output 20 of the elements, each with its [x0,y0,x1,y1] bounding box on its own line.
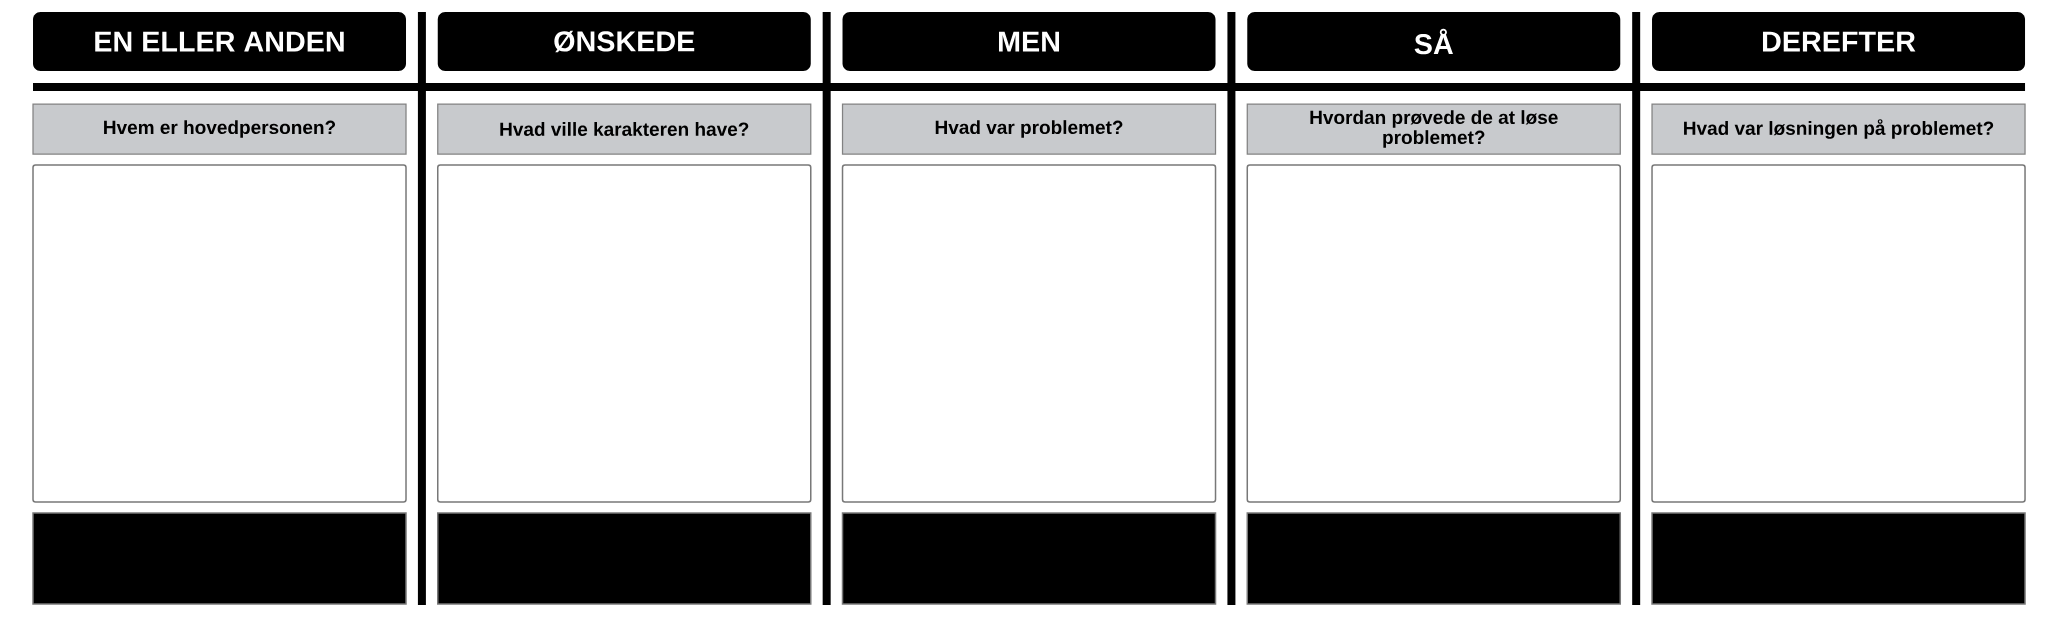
question-box: Hvad var løsningen på problemet? [1651,103,2026,155]
drawing-panel [841,164,1217,503]
drawing-panel [437,164,812,503]
question-box: Hvordan prøvede de at løse problemet? [1246,103,1621,155]
caption-panel [1246,512,1622,605]
caption-panel [32,512,407,605]
column-header: SÅ [1247,12,1621,71]
question-box: Hvad ville karakteren have? [437,103,812,155]
drawing-panel [32,164,407,503]
caption-panel [437,512,812,605]
column-header: EN ELLER ANDEN [33,12,406,71]
column-header: MEN [842,12,1216,71]
caption-panel [1651,512,2026,605]
drawing-panel [1246,164,1622,503]
question-box: Hvad var problemet? [841,103,1217,155]
column-header: ØNSKEDE [437,12,811,71]
question-box: Hvem er hovedpersonen? [32,103,407,155]
column-header: DEREFTER [1652,12,2026,71]
caption-panel [841,512,1217,605]
drawing-panel [1651,164,2026,503]
